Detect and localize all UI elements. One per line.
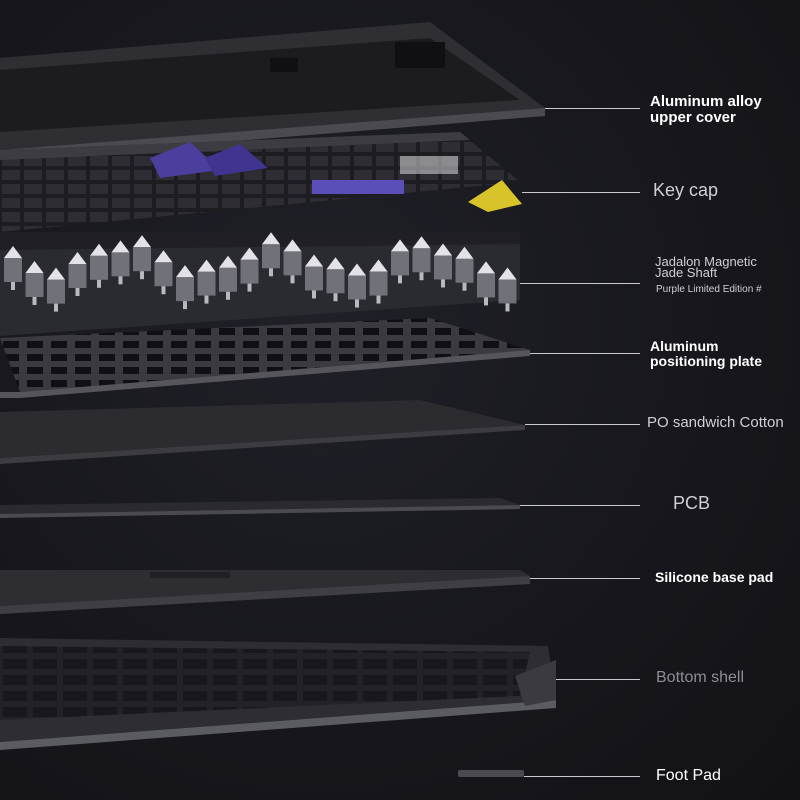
positioning-plate-layer <box>0 318 530 398</box>
label-switch-line1: Jadalon Magnetic <box>655 254 757 269</box>
leader-key-cap <box>522 192 640 193</box>
upper-cover-layer <box>0 22 545 160</box>
bottom-shell-layer <box>0 638 556 750</box>
silicone-layer <box>0 570 530 614</box>
leader-pcb <box>520 505 640 506</box>
label-foot-pad: Foot Pad <box>656 767 721 784</box>
leader-silicone <box>530 578 640 579</box>
leader-switch <box>520 283 640 284</box>
leader-bottom-shell <box>556 679 640 680</box>
label-upper-cover: Aluminum alloy upper cover <box>650 93 762 126</box>
leader-upper-cover <box>545 108 640 109</box>
switch-layer <box>0 232 520 336</box>
leader-foot-pad <box>524 776 640 777</box>
leader-cotton <box>525 424 640 425</box>
label-switch-line2: Jade Shaft <box>655 265 718 280</box>
label-switch-line3: Purple Limited Edition # <box>656 284 762 295</box>
label-pcb: PCB <box>673 493 711 513</box>
leader-plate <box>530 353 640 354</box>
foot-pad-layer <box>458 770 524 777</box>
pcb-layer <box>0 498 520 518</box>
label-cotton: PO sandwich Cotton <box>647 414 784 431</box>
label-bottom-shell: Bottom shell <box>656 669 745 686</box>
cotton-layer <box>0 400 525 464</box>
label-plate: Aluminum positioning plate <box>650 338 762 369</box>
keycap-layer <box>0 132 522 232</box>
label-silicone: Silicone base pad <box>655 569 774 585</box>
label-key-cap: Key cap <box>653 180 719 200</box>
